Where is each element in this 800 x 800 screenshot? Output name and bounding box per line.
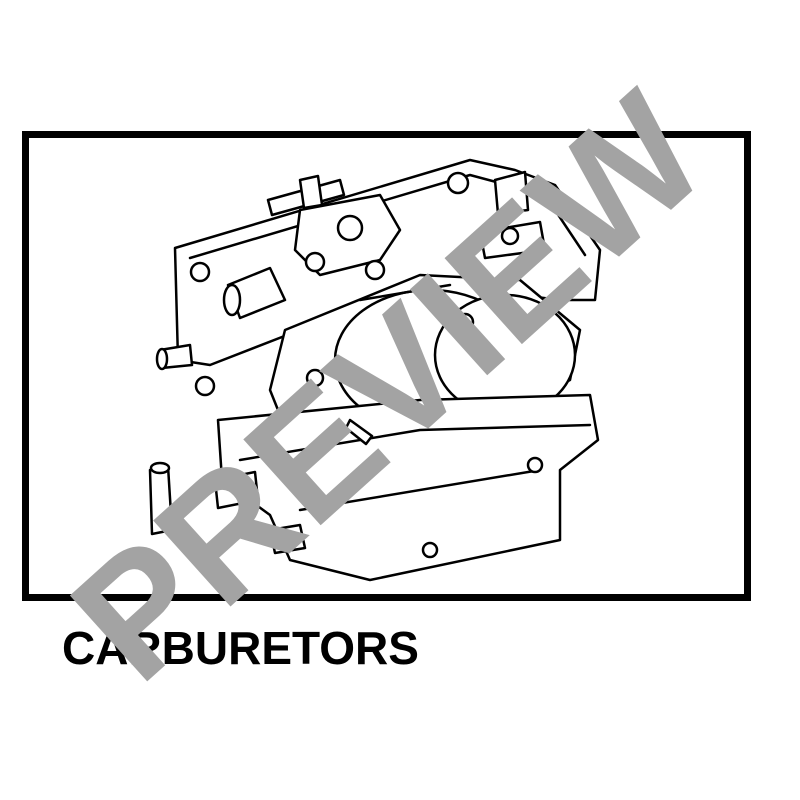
caption-title: CARBURETORS: [62, 622, 419, 674]
